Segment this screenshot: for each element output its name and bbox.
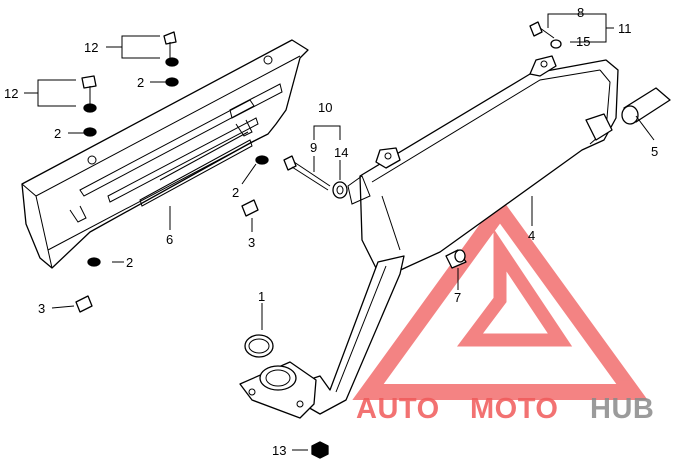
callout-15: 15 (576, 34, 590, 49)
callout-12-top: 12 (84, 40, 98, 55)
bolt-9 (283, 155, 331, 191)
callout-8: 8 (577, 5, 584, 20)
tail-pipe (621, 87, 671, 125)
callout-3-left: 3 (38, 301, 45, 316)
watermark-moto: MOTO (470, 393, 558, 425)
callout-2-mid: 2 (232, 185, 239, 200)
nut-13 (311, 441, 329, 459)
callout-3-mid: 3 (248, 235, 255, 250)
callout-4: 4 (528, 228, 535, 243)
nut-2a (165, 77, 179, 87)
rubber-3b (75, 295, 93, 313)
leader-lines (24, 13, 655, 451)
nut-2c (255, 155, 269, 165)
nut-2d (87, 257, 101, 267)
bolt-12-top (163, 31, 179, 67)
callout-9: 9 (310, 140, 317, 155)
watermark-hub: HUB (590, 393, 654, 425)
watermark-triangle (352, 196, 648, 400)
callout-13: 13 (272, 443, 286, 458)
callout-6: 6 (166, 232, 173, 247)
washer-14 (332, 181, 348, 199)
exhaust-pipe (239, 255, 405, 419)
watermark-inner-mark (457, 228, 573, 347)
watermark-logo (352, 196, 648, 400)
callout-14: 14 (334, 145, 348, 160)
rubber-3a (241, 199, 259, 217)
watermark-auto: AUTO (356, 393, 440, 425)
callout-12-left: 12 (4, 86, 18, 101)
nut-2b (83, 127, 97, 137)
callout-10: 10 (318, 100, 332, 115)
callout-labels: 1 2 2 2 2 3 3 4 5 6 7 8 9 10 11 12 12 13… (4, 5, 658, 458)
heat-shield (21, 39, 309, 269)
callout-2-left: 2 (54, 126, 61, 141)
bolt-12-left (81, 75, 97, 113)
watermark-text: AUTO MOTO HUB (356, 393, 654, 425)
muffler (347, 55, 619, 273)
bolt-8 (529, 21, 562, 49)
callout-5: 5 (651, 144, 658, 159)
callout-1: 1 (258, 289, 265, 304)
callout-11: 11 (618, 21, 632, 36)
callout-2-top: 2 (137, 75, 144, 90)
callout-2-bottom: 2 (126, 255, 133, 270)
callout-7: 7 (454, 290, 461, 305)
collar (445, 249, 467, 269)
